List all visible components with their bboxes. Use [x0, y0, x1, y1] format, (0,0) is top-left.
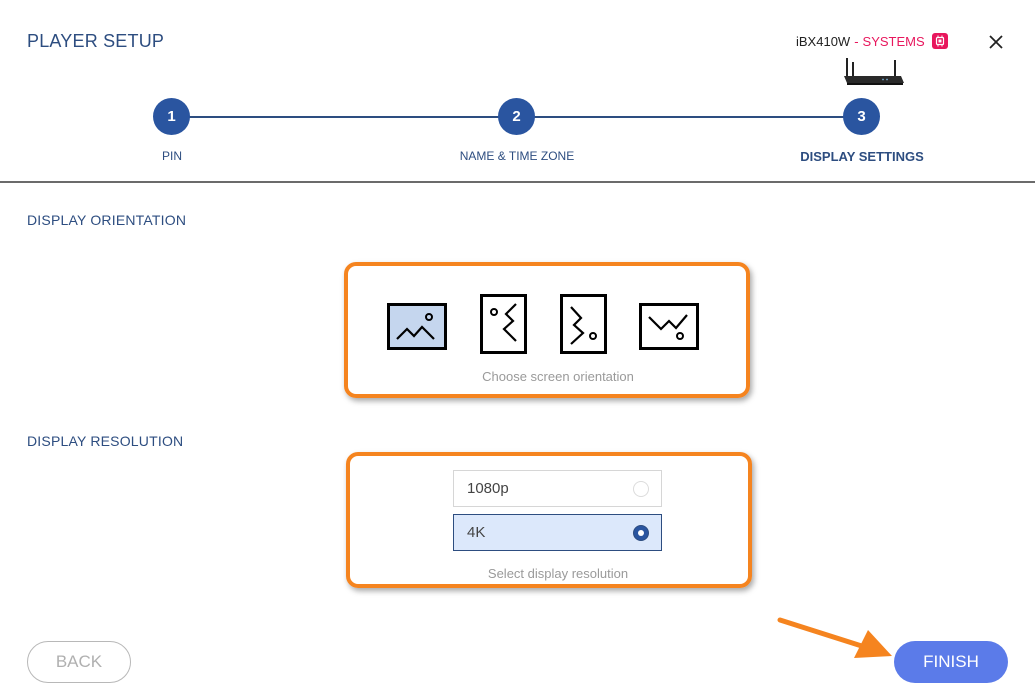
step-1-circle[interactable]: 1: [153, 98, 190, 135]
orientation-helper-text: Choose screen orientation: [482, 369, 634, 384]
device-model: iBX410W: [796, 33, 851, 49]
device-separator: -: [854, 33, 859, 49]
orientation-highlight-box: [344, 262, 750, 398]
portrait-right-orientation-icon: [560, 294, 607, 354]
step-3-label: DISPLAY SETTINGS: [800, 149, 924, 164]
step-1-label: PIN: [161, 149, 183, 163]
device-info: iBX410W - SYSTEMS: [796, 33, 948, 49]
portrait-left-orientation-icon: [480, 294, 527, 354]
header-divider: [0, 181, 1035, 183]
orientation-portrait-left-button[interactable]: [480, 294, 527, 359]
resolution-option-4k[interactable]: 4K: [453, 514, 662, 551]
landscape-flipped-orientation-icon: [639, 303, 699, 350]
resolution-highlight-box: [346, 452, 752, 588]
close-icon: [989, 35, 1003, 49]
resolution-helper-text: Select display resolution: [487, 566, 629, 581]
resolution-option-label: 1080p: [467, 480, 509, 497]
landscape-orientation-icon: [387, 303, 447, 350]
radio-selected-icon[interactable]: [633, 525, 649, 541]
close-button[interactable]: [985, 31, 1007, 53]
page-title: PLAYER SETUP: [27, 31, 165, 51]
step-3-circle[interactable]: 3: [843, 98, 880, 135]
step-2-label: NAME & TIME ZONE: [459, 149, 575, 163]
device-tier: SYSTEMS: [862, 33, 925, 49]
media-player-device-icon: [843, 56, 905, 86]
orientation-landscape-button[interactable]: [387, 303, 447, 355]
radio-unselected-icon[interactable]: [633, 481, 649, 497]
orientation-portrait-right-button[interactable]: [560, 294, 607, 359]
arrow-pointer-icon: [776, 616, 896, 662]
resolution-option-1080p[interactable]: 1080p: [453, 470, 662, 507]
orientation-landscape-flipped-button[interactable]: [639, 303, 699, 355]
resolution-option-label: 4K: [467, 524, 486, 541]
step-2-circle[interactable]: 2: [498, 98, 535, 135]
display-orientation-heading: DISPLAY ORIENTATION: [27, 212, 187, 228]
systems-chip-icon: [931, 33, 948, 49]
back-button[interactable]: BACK: [27, 641, 131, 683]
finish-button[interactable]: FINISH: [894, 641, 1008, 683]
display-resolution-heading: DISPLAY RESOLUTION: [27, 433, 184, 449]
